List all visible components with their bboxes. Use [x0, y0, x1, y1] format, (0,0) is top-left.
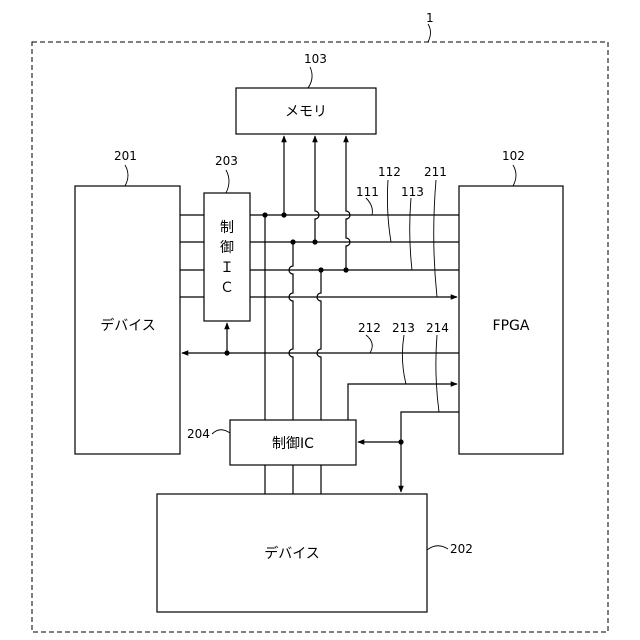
- fpga-ref-leader: [513, 165, 516, 186]
- system-ref: 1: [426, 11, 434, 25]
- junction-dot: [312, 239, 317, 244]
- signal-112-leader: [387, 180, 391, 242]
- ctrl-ic-203-char-2: 御: [220, 240, 234, 256]
- bus-214: [401, 412, 459, 492]
- device-202-ref: 202: [450, 542, 473, 556]
- ctrl-ic-203-ref: 203: [215, 154, 238, 168]
- signal-113-label: 113: [401, 185, 424, 199]
- system-ref-leader: [428, 24, 431, 42]
- junction-dot: [281, 212, 286, 217]
- signal-211-label: 211: [424, 165, 447, 179]
- ctrl-ic-203-ref-leader: [226, 170, 229, 193]
- fpga-name: FPGA: [493, 318, 530, 334]
- signal-211-leader: [434, 180, 437, 297]
- junction-dot: [262, 212, 267, 217]
- device-201-ref-leader: [125, 165, 128, 186]
- device-202-ref-leader: [427, 546, 448, 550]
- junction-dot: [318, 267, 323, 272]
- drop-line-2: [289, 242, 293, 420]
- junction-dot: [343, 267, 348, 272]
- junction-dot: [290, 239, 295, 244]
- ctrl-ic-203-char-3: Ｉ: [220, 260, 234, 276]
- device-201-name: デバイス: [100, 317, 156, 334]
- ctrl-ic-204-ref: 204: [187, 427, 210, 441]
- signal-111-label: 111: [356, 185, 379, 199]
- signal-113-leader: [410, 198, 412, 270]
- signal-213-leader: [402, 335, 406, 384]
- memory-ref: 103: [304, 52, 327, 66]
- mem-line-3: [346, 136, 350, 270]
- signal-214-leader: [436, 335, 439, 412]
- junction-dot: [398, 439, 403, 444]
- ctrl-ic-203-char-1: 制: [220, 220, 234, 236]
- fpga-ref: 102: [502, 149, 525, 163]
- drop-line-3: [317, 270, 321, 420]
- junction-dot: [224, 350, 229, 355]
- signal-214-label: 214: [426, 321, 449, 335]
- signal-111-leader: [366, 198, 372, 215]
- signal-212-leader: [366, 335, 372, 353]
- signal-212-label: 212: [358, 321, 381, 335]
- memory-ref-leader: [308, 67, 312, 88]
- ctrl-ic-203-box: [204, 193, 250, 321]
- device-201-ref: 201: [114, 149, 137, 163]
- ctrl-ic-203-char-4: Ｃ: [220, 280, 234, 296]
- signal-112-label: 112: [378, 165, 401, 179]
- ctrl-ic-204-ref-leader: [212, 430, 230, 434]
- device-202-name: デバイス: [264, 545, 320, 562]
- memory-name: メモリ: [285, 104, 327, 120]
- bus-213: [348, 384, 457, 420]
- mem-line-2: [315, 136, 319, 242]
- ctrl-ic-204-name: 制御IC: [272, 436, 314, 452]
- signal-213-label: 213: [392, 321, 415, 335]
